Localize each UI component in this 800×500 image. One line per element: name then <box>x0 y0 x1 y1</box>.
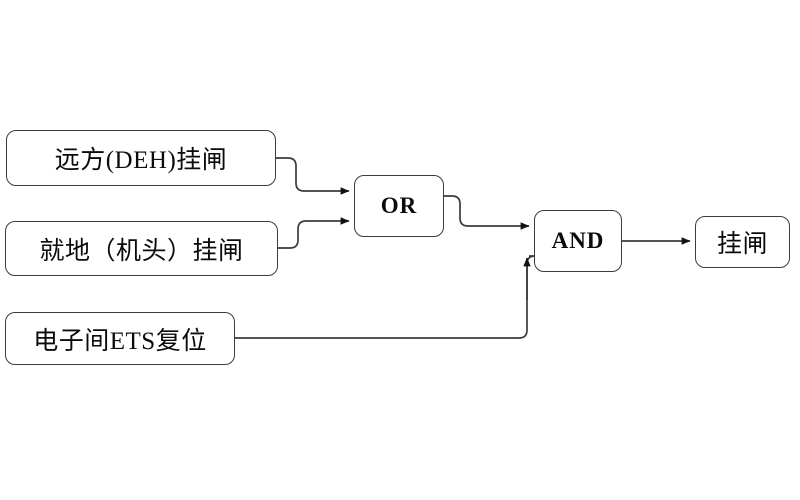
node-local-head-label: 就地（机头）挂闸 <box>39 237 244 265</box>
connector-or-to-and <box>444 195 530 230</box>
node-or-gate-label: OR <box>380 193 418 218</box>
node-output[interactable]: 挂闸 <box>695 216 790 268</box>
connector-ets-to-and <box>235 255 536 339</box>
node-or-gate[interactable]: OR <box>354 175 444 237</box>
node-remote-deh[interactable]: 远方(DEH)挂闸 <box>6 130 276 186</box>
node-remote-deh-label: 远方(DEH)挂闸 <box>54 147 228 174</box>
node-output-label: 挂闸 <box>716 231 768 258</box>
connector-local-head-to-or <box>278 217 350 249</box>
connector-remote-deh-to-or <box>276 157 350 195</box>
node-local-head[interactable]: 就地（机头）挂闸 <box>5 221 278 276</box>
node-ets-reset-label: 电子间ETS复位 <box>33 327 207 355</box>
node-ets-reset[interactable]: 电子间ETS复位 <box>5 312 235 365</box>
node-and-gate[interactable]: AND <box>534 210 622 272</box>
node-and-gate-label: AND <box>551 228 605 253</box>
